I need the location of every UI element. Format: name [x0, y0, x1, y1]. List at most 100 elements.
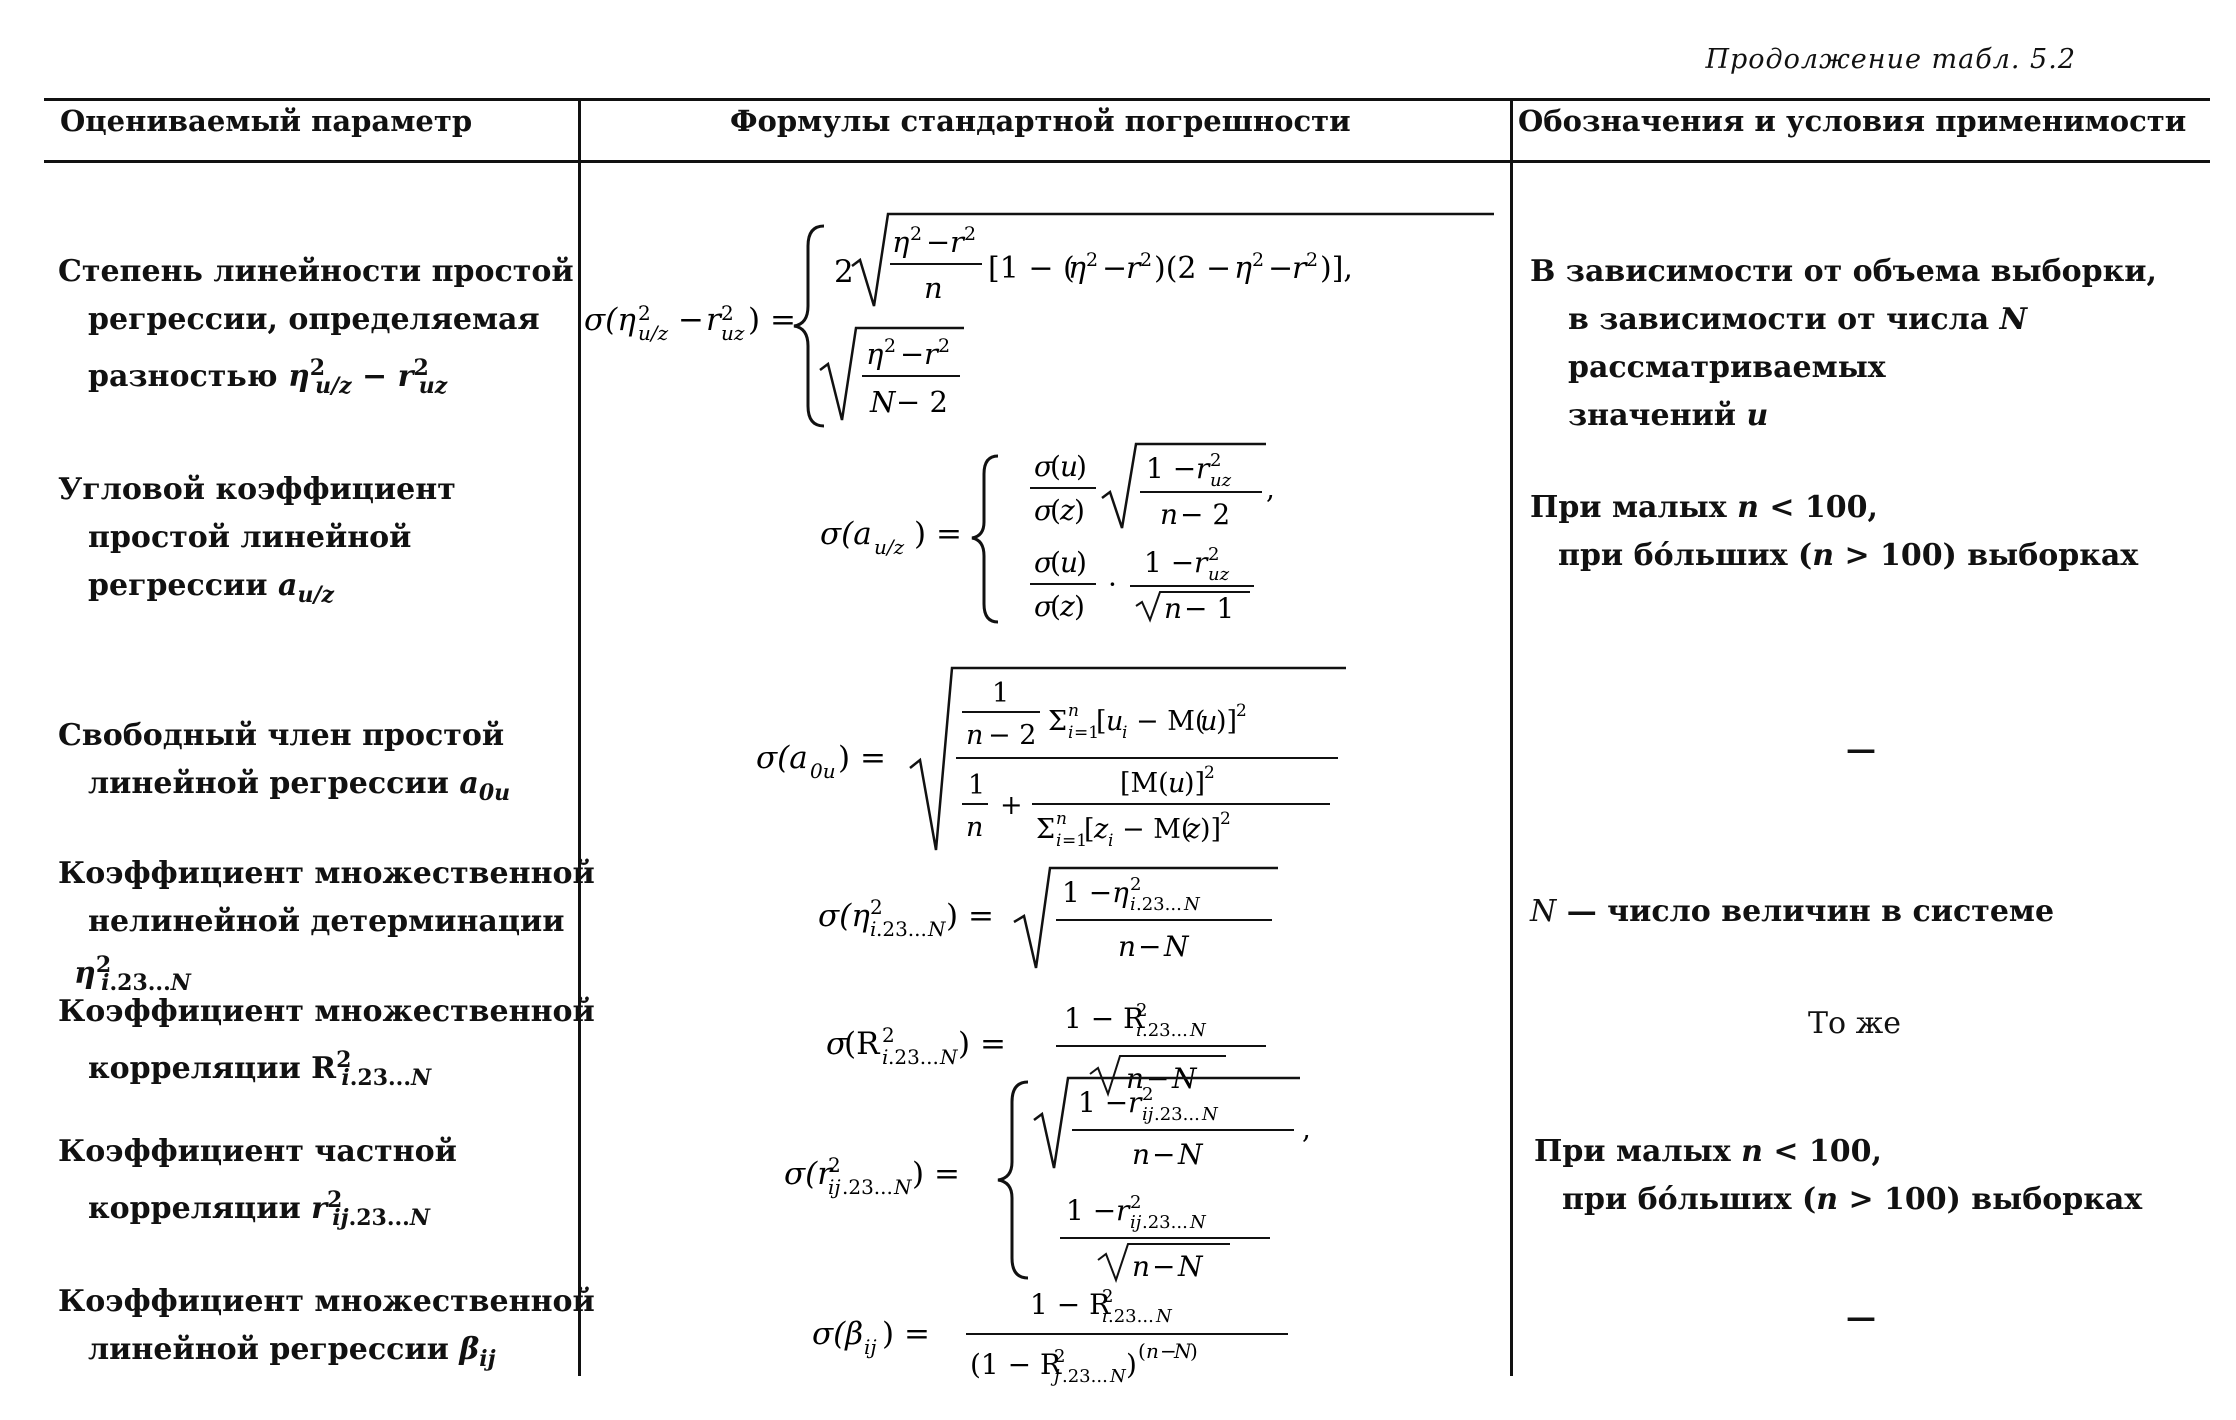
row-4-param-line: нелинейной детерминации: [88, 904, 565, 939]
svg-text:r: r: [950, 225, 966, 259]
svg-text:,: ,: [1302, 1112, 1311, 1145]
svg-text:2: 2: [828, 1153, 841, 1177]
row-5-param: Коэффициент множественной корреляции R2i…: [58, 988, 595, 1102]
row-6-param: Коэффициент частной корреляции r2ij.23..…: [58, 1128, 578, 1242]
row-4-param: Коэффициент множественной нелинейной дет…: [58, 850, 595, 1002]
svg-text:2: 2: [1136, 1000, 1147, 1021]
svg-text:n: n: [1118, 930, 1136, 963]
svg-text:N: N: [1183, 894, 1201, 915]
row-5-formula: σ (R 2 i .23... N ) = 1 − R 2 i .23... N…: [826, 1000, 1266, 1098]
svg-text:1 − R: 1 − R: [1064, 1002, 1145, 1035]
svg-text:N: N: [893, 1175, 913, 1199]
svg-text:n: n: [1160, 498, 1178, 531]
svg-text:i: i: [1102, 1306, 1108, 1327]
svg-text:N: N: [1163, 930, 1190, 963]
svg-text:2: 2: [1208, 544, 1219, 565]
svg-text:)]: )]: [1216, 706, 1237, 737]
svg-text:N: N: [1177, 1138, 1204, 1171]
svg-text:) =: ) =: [912, 1156, 960, 1192]
svg-text:η: η: [1234, 251, 1252, 286]
svg-text:− 1: − 1: [1184, 592, 1234, 625]
svg-text:) =: ) =: [914, 516, 962, 552]
svg-text:r: r: [1128, 1086, 1143, 1119]
svg-text:2: 2: [721, 301, 734, 325]
svg-text:.23...: .23...: [842, 1175, 893, 1199]
svg-text:1 −: 1 −: [1146, 452, 1196, 485]
svg-text:u: u: [1060, 546, 1078, 579]
svg-text:2: 2: [638, 301, 651, 325]
svg-text:i: i: [882, 1045, 888, 1069]
svg-text:) =: ) =: [882, 1316, 930, 1352]
svg-text:−: −: [1152, 1250, 1175, 1283]
svg-text:z: z: [1185, 814, 1201, 845]
svg-text:.23...: .23...: [1154, 1104, 1200, 1125]
row-6-param-line: Коэффициент частной: [58, 1134, 457, 1169]
svg-text:σ: σ: [1034, 590, 1054, 623]
row-3-param-line: Свободный член простой: [58, 718, 505, 753]
svg-text:2: 2: [1306, 249, 1318, 271]
svg-text:): ): [1076, 546, 1087, 579]
svg-text:2: 2: [834, 254, 854, 290]
svg-text:.23...: .23...: [1142, 1020, 1188, 1041]
row-6-formula: σ(r 2 ij .23... N ) = 1 − r 2 ij .23... …: [784, 1076, 1311, 1283]
svg-text:η: η: [892, 225, 910, 259]
svg-text:2: 2: [1130, 874, 1141, 895]
svg-text:z: z: [1059, 494, 1075, 527]
svg-text:r: r: [924, 337, 940, 371]
svg-text:2: 2: [1130, 1192, 1141, 1213]
svg-text:2: 2: [910, 223, 922, 245]
svg-text:1 − R: 1 − R: [1030, 1288, 1111, 1321]
column-divider-1: [578, 98, 581, 1376]
svg-text:η: η: [1112, 876, 1129, 909]
svg-text:uz: uz: [1210, 470, 1232, 491]
svg-text:σ(a: σ(a: [820, 516, 872, 552]
svg-text:N: N: [1189, 1212, 1207, 1233]
svg-text:[1 − (: [1 − (: [988, 251, 1075, 286]
header-formula: Формулы стандартной погрешности: [730, 104, 1351, 138]
svg-text:n: n: [1068, 701, 1079, 721]
svg-text:2: 2: [1140, 249, 1152, 271]
row-2-formula: σ(a u/z ) = σ ( u ) σ ( z ) 1 − r 2 uz n…: [820, 442, 1275, 625]
svg-text:−: −: [1138, 930, 1161, 963]
svg-text:i: i: [1130, 894, 1136, 915]
svg-text:−: −: [1268, 251, 1293, 286]
svg-text:σ(a: σ(a: [756, 740, 808, 776]
svg-text:) =: ) =: [946, 898, 994, 934]
row-4-conditions: N — число величин в системе: [1530, 888, 2220, 936]
svg-text:N: N: [1173, 1339, 1193, 1363]
svg-text:n: n: [966, 812, 983, 843]
svg-text:η: η: [866, 337, 884, 371]
svg-text:N: N: [927, 917, 947, 941]
svg-text:−: −: [678, 302, 704, 338]
row-2-conditions: При малых n < 100, при бóльших (n > 100)…: [1530, 484, 2220, 580]
svg-text:N: N: [1201, 1104, 1219, 1125]
svg-text:(1 − R: (1 − R: [970, 1348, 1062, 1381]
svg-text:u: u: [1168, 768, 1185, 799]
row-2-param-line: регрессии au/z: [88, 568, 334, 608]
svg-text:2: 2: [1210, 450, 1221, 471]
svg-text:uz: uz: [1208, 564, 1230, 585]
svg-text:(: (: [1050, 590, 1061, 623]
row-6-cond-line: при бóльших (n > 100) выборках: [1562, 1182, 2143, 1217]
svg-text:0u: 0u: [810, 759, 836, 783]
svg-text:n: n: [1164, 592, 1182, 625]
row-6-conditions: При малых n < 100, при бóльших (n > 100)…: [1534, 1128, 2224, 1224]
svg-text:r: r: [1292, 251, 1308, 286]
svg-text:1: 1: [992, 678, 1009, 709]
svg-text:i: i: [1122, 723, 1127, 743]
svg-text:)]: )]: [1184, 768, 1205, 799]
svg-text:−: −: [1152, 1138, 1175, 1171]
row-1-param-line: Степень линейности простой: [58, 254, 574, 289]
row-1-param: Степень линейности простой регрессии, оп…: [58, 248, 578, 410]
svg-text:[: [: [1096, 706, 1107, 737]
svg-text:2: 2: [884, 335, 896, 357]
svg-text:σ: σ: [1034, 494, 1054, 527]
svg-text:N: N: [939, 1045, 959, 1069]
row-2-cond-line: при бóльших (n > 100) выборках: [1558, 538, 2139, 573]
svg-text:σ(η: σ(η: [818, 898, 870, 934]
svg-text:2: 2: [1102, 1286, 1113, 1307]
svg-text:N: N: [1177, 1250, 1204, 1283]
svg-text:N: N: [869, 385, 897, 419]
svg-text:−: −: [1160, 1339, 1177, 1363]
svg-text:1 −: 1 −: [1144, 546, 1194, 579]
